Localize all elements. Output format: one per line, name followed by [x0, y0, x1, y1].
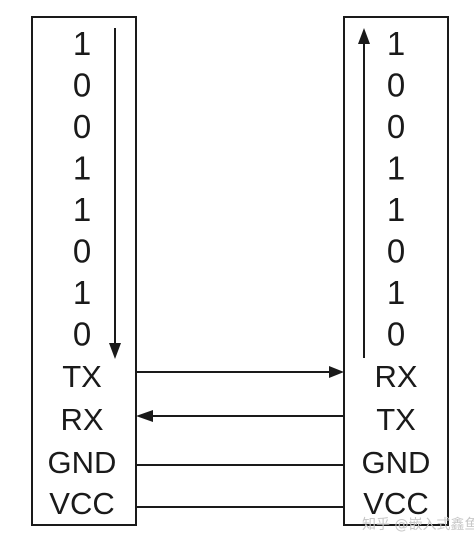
left-bit-1: 0	[73, 67, 91, 104]
left-bitstream-arrow	[109, 28, 121, 359]
left-pin-rx: RX	[60, 402, 103, 437]
right-bit-3: 1	[387, 150, 405, 187]
right-pin-gnd: GND	[362, 445, 431, 480]
right-bit-6: 1	[387, 274, 405, 311]
left-bit-6: 1	[73, 274, 91, 311]
rx-from-tx-wire	[136, 410, 344, 422]
left-pin-gnd: GND	[48, 445, 117, 480]
left-bit-3: 1	[73, 150, 91, 187]
left-bit-4: 1	[73, 191, 91, 228]
left-bit-7: 0	[73, 316, 91, 353]
left-bit-5: 0	[73, 233, 91, 270]
watermark-text: 知乎 @嵌入式鑫鱼	[362, 516, 474, 533]
left-pin-column: TX RX GND VCC	[48, 359, 117, 521]
left-bit-2: 0	[73, 108, 91, 145]
left-device-box	[31, 16, 137, 526]
right-device-box	[343, 16, 449, 526]
left-bit-column: 1 0 0 1 1 0 1 0	[73, 25, 91, 353]
right-pin-column: RX TX GND VCC	[362, 359, 431, 521]
right-pin-vcc: VCC	[363, 486, 428, 521]
right-pin-rx: RX	[374, 359, 417, 394]
right-bit-0: 1	[387, 25, 405, 62]
left-pin-tx: TX	[62, 359, 102, 394]
right-pin-tx: TX	[376, 402, 416, 437]
right-bit-4: 1	[387, 191, 405, 228]
right-bit-1: 0	[387, 67, 405, 104]
left-bit-0: 1	[73, 25, 91, 62]
tx-to-rx-wire	[136, 366, 344, 378]
right-bit-2: 0	[387, 108, 405, 145]
right-bit-column: 1 0 0 1 1 0 1 0	[387, 25, 405, 353]
left-pin-vcc: VCC	[49, 486, 114, 521]
right-bit-5: 0	[387, 233, 405, 270]
right-bit-7: 0	[387, 316, 405, 353]
right-bitstream-arrow	[358, 28, 370, 358]
